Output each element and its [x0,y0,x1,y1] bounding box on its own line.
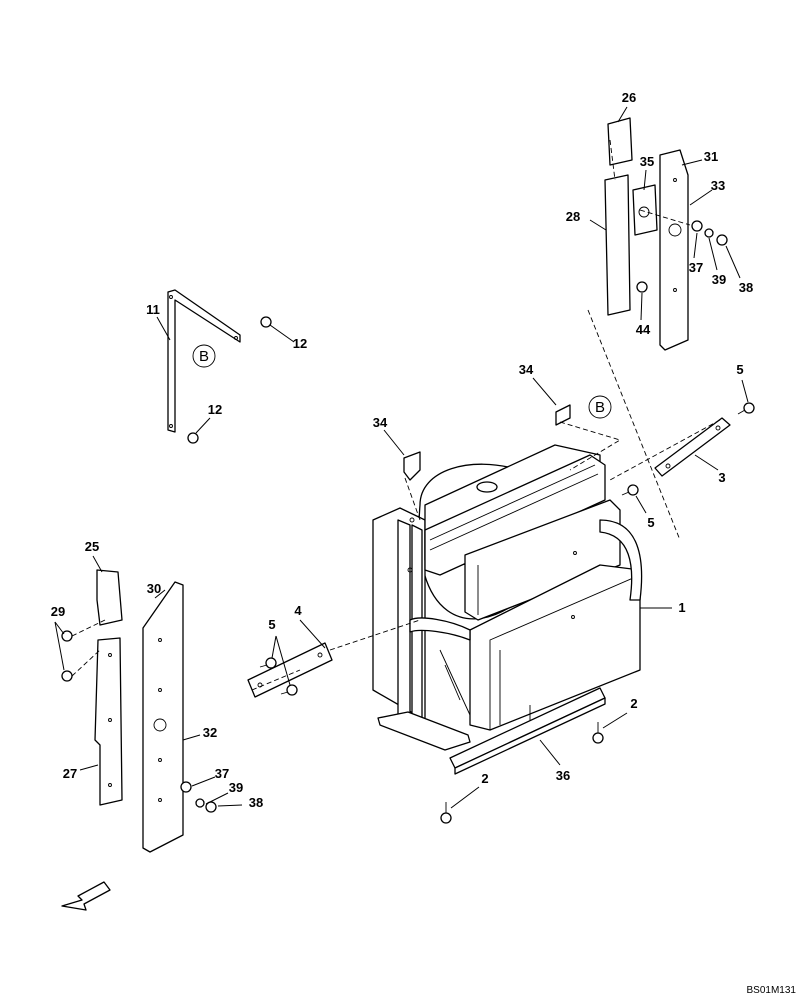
bolt-5-right-mid [621,484,639,496]
callout-36: 36 [556,768,570,783]
bolt-5-right-top [737,402,755,415]
bolt-5-left-a [259,657,277,669]
bar-part-3 [654,417,731,477]
callout-12-bottom: 12 [208,402,222,417]
plate-parts-26-28 [604,117,728,351]
callout-34-left: 34 [373,415,388,430]
bolt-2-right [592,722,604,744]
plate-parts-30-32 [142,581,217,853]
callout-11: 11 [146,302,160,317]
callout-38-left: 38 [249,795,263,810]
callout-5-top: 5 [736,362,743,377]
callout-39-right: 39 [712,272,726,287]
callout-31: 31 [704,149,718,164]
callout-29: 29 [51,604,65,619]
callout-39-left: 39 [229,780,243,795]
callout-3: 3 [718,470,725,485]
svg-text:B: B [199,348,209,365]
reference-mark-b-right: B [588,395,612,419]
bolt-5-left-b [280,684,298,696]
svg-text:B: B [595,399,605,416]
callout-32: 32 [203,725,217,740]
bar-part-4 [247,642,333,698]
bracket-part-11 [167,289,272,444]
bracket-34 [403,404,571,481]
callout-34-right: 34 [519,362,534,377]
callout-4: 4 [294,603,302,618]
callout-2-left: 2 [481,771,488,786]
callout-1: 1 [678,600,685,615]
callout-labels: 1 2 2 3 4 5 5 5 11 12 12 25 26 27 28 29 … [51,90,753,810]
callout-37-right: 37 [689,260,703,275]
leader-lines [54,106,749,809]
drawing-code: BS01M131 [747,985,797,996]
callout-28: 28 [566,209,580,224]
plate-parts-25-27 [61,569,123,806]
callout-38-right: 38 [739,280,753,295]
radiator-assembly [372,444,643,751]
callout-33: 33 [711,178,725,193]
front-direction-arrow-icon [61,881,111,911]
callout-5-left: 5 [268,617,275,632]
callout-30: 30 [147,581,161,596]
callout-5-mid: 5 [647,515,654,530]
callout-37-left: 37 [215,766,229,781]
callout-27: 27 [63,766,77,781]
callout-25: 25 [85,539,99,554]
callout-12-top: 12 [293,336,307,351]
callout-44: 44 [636,322,651,337]
callout-35: 35 [640,154,654,169]
bottom-plate-part [449,687,606,775]
bolt-2-left [440,802,452,824]
assembly-dashed-lines [71,139,721,691]
reference-mark-b-left: B [192,344,216,368]
callout-26: 26 [622,90,636,105]
callout-2-right: 2 [630,696,637,711]
bolts [259,402,755,824]
